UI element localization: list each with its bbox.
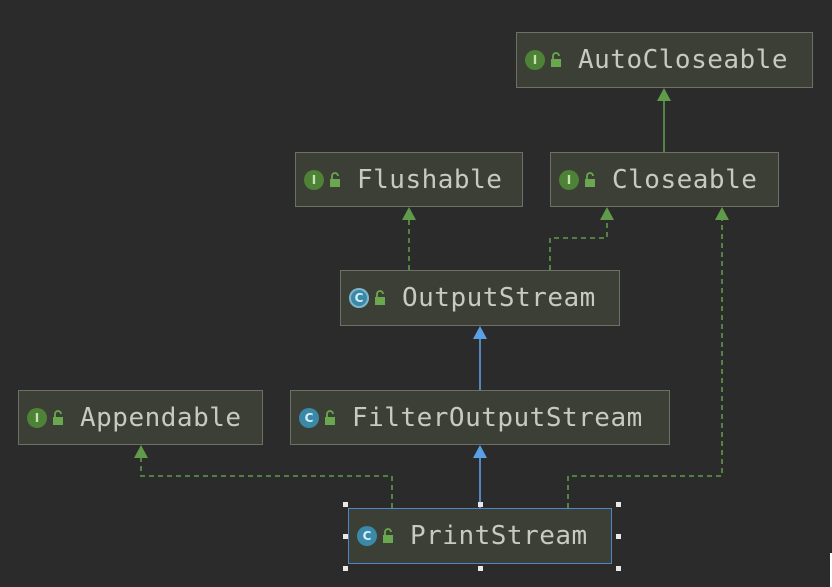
node-outputstream[interactable]: C OutputStream bbox=[340, 270, 620, 326]
selection-handle[interactable] bbox=[343, 566, 348, 571]
interface-icon: I bbox=[27, 407, 47, 428]
selection-handle[interactable] bbox=[616, 534, 621, 539]
selection-handle[interactable] bbox=[343, 502, 348, 507]
selection-handle[interactable] bbox=[343, 534, 348, 539]
window-edge-mark bbox=[830, 553, 832, 587]
edge-outputstream-to-closeable bbox=[549, 209, 608, 270]
node-label: OutputStream bbox=[402, 283, 596, 313]
arrowhead-icon bbox=[715, 207, 729, 220]
open-lock-icon bbox=[375, 290, 385, 305]
arrowhead-icon bbox=[657, 88, 671, 101]
node-filteroutputstream[interactable]: C FilterOutputStream bbox=[290, 390, 670, 445]
interface-icon: I bbox=[525, 50, 545, 70]
arrowhead-icon bbox=[402, 207, 416, 220]
node-label: FilterOutputStream bbox=[352, 402, 643, 433]
open-lock-icon bbox=[551, 52, 561, 67]
node-flushable[interactable]: I Flushable bbox=[295, 152, 523, 207]
arrowhead-icon bbox=[600, 207, 614, 220]
node-label: Flushable bbox=[357, 164, 503, 195]
class-icon: C bbox=[299, 407, 319, 428]
selection-handle[interactable] bbox=[478, 566, 483, 571]
open-lock-icon bbox=[53, 409, 63, 425]
node-label: AutoCloseable bbox=[578, 45, 788, 75]
selection-handle[interactable] bbox=[478, 502, 483, 507]
node-label: Closeable bbox=[612, 164, 758, 195]
selection-handle[interactable] bbox=[616, 566, 621, 571]
arrowhead-icon bbox=[473, 326, 487, 339]
arrowhead-icon bbox=[473, 445, 487, 458]
node-printstream[interactable]: C PrintStream bbox=[348, 508, 612, 564]
selection-handle[interactable] bbox=[616, 502, 621, 507]
node-label: PrintStream bbox=[410, 521, 588, 551]
node-appendable[interactable]: I Appendable bbox=[18, 390, 263, 445]
class-icon: C bbox=[357, 526, 377, 546]
node-autocloseable[interactable]: I AutoCloseable bbox=[516, 32, 813, 88]
open-lock-icon bbox=[585, 171, 595, 187]
open-lock-icon bbox=[330, 171, 340, 187]
edge-printstream-to-appendable bbox=[140, 447, 393, 508]
node-label: Appendable bbox=[80, 402, 242, 433]
arrowhead-icon bbox=[134, 445, 148, 458]
open-lock-icon bbox=[325, 409, 335, 425]
open-lock-icon bbox=[383, 528, 393, 543]
interface-icon: I bbox=[559, 169, 579, 190]
interface-icon: I bbox=[304, 169, 324, 190]
edge-printstream-to-closeable bbox=[567, 209, 723, 508]
node-closeable[interactable]: I Closeable bbox=[550, 152, 779, 207]
class-icon: C bbox=[349, 288, 369, 308]
